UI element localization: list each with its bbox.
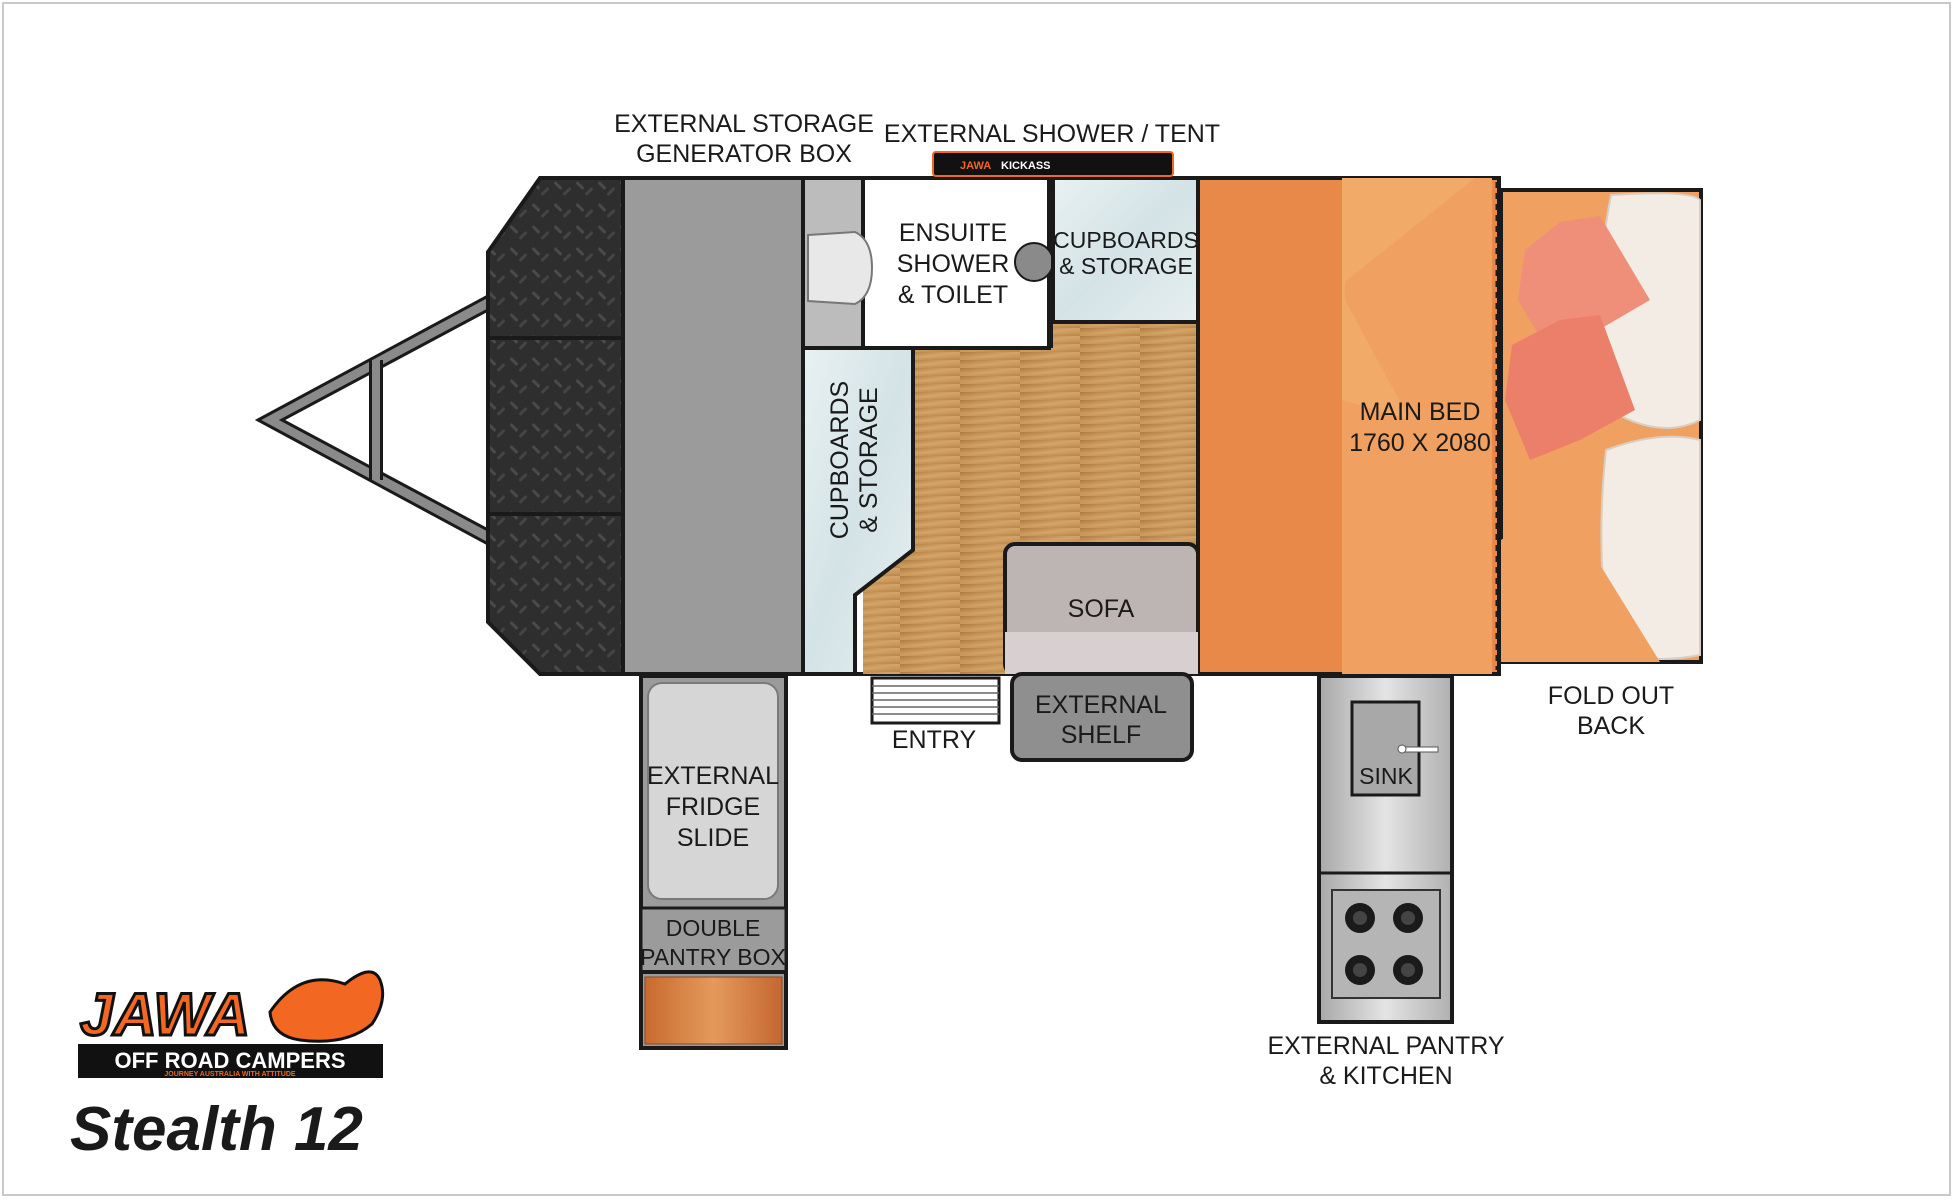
brand-tagline: JOURNEY AUSTRALIA WITH ATTITUDE [164, 1071, 296, 1078]
entry-label: ENTRY [892, 726, 977, 754]
cupboards-top-label-2: & STORAGE [1059, 253, 1193, 279]
badge-text: KICKASS [1001, 160, 1051, 172]
cooktop [1331, 889, 1441, 999]
fold-out-label-2: BACK [1577, 712, 1645, 740]
sofa-label: SOFA [1068, 595, 1135, 623]
cupboards-side [801, 346, 915, 676]
ensuite-label-1: ENSUITE [899, 219, 1007, 247]
entry-step[interactable] [870, 676, 1001, 725]
shower-drain-icon [1014, 242, 1054, 282]
external-shelf-label-1: EXTERNAL [1035, 691, 1167, 719]
front-checker-plate [486, 176, 625, 676]
sink-label: SINK [1359, 763, 1413, 789]
external-storage-label-2: GENERATOR BOX [636, 140, 852, 168]
logo-word: JAWA [80, 981, 250, 1048]
main-bed-label-1: MAIN BED [1360, 398, 1481, 426]
fold-out-label-1: FOLD OUT [1548, 682, 1674, 710]
tap-icon [1401, 746, 1439, 753]
main-bed [1196, 176, 1501, 676]
fridge-label-1: EXTERNAL [647, 762, 779, 790]
sink [1350, 700, 1439, 797]
badge-logo-word: JAWA [960, 160, 991, 172]
fridge-label-2: FRIDGE [666, 793, 760, 821]
toilet-icon [807, 230, 874, 306]
brand-name: OFF ROAD CAMPERS [115, 1048, 346, 1073]
external-shower-label: EXTERNAL SHOWER / TENT [884, 120, 1220, 148]
cupboards-side-label-2: & STORAGE [855, 387, 883, 532]
shower-tent-badge: JAWA KICKASS [932, 151, 1174, 177]
ensuite-label-2: SHOWER [897, 250, 1010, 278]
drawbar-a-frame [254, 293, 490, 547]
pantry-label-2: PANTRY BOX [640, 944, 786, 970]
pillow-icon [1505, 315, 1635, 460]
pantry-label-1: DOUBLE [666, 915, 761, 941]
cupboards-side-label-1: CUPBOARDS [826, 381, 854, 539]
kitchen-label-1: EXTERNAL PANTRY [1267, 1032, 1504, 1060]
sofa [1003, 542, 1200, 676]
external-storage-label-1: EXTERNAL STORAGE [614, 110, 874, 138]
cupboards-top [1051, 176, 1200, 324]
brand-logo: JAWA OFF ROAD CAMPERS JOURNEY AUSTRALIA … [70, 970, 385, 1164]
generator-storage-box [621, 176, 805, 676]
model-name: Stealth 12 [70, 1095, 363, 1164]
pillow-icon [1518, 216, 1650, 345]
fridge-label-3: SLIDE [677, 824, 749, 852]
cupboards-top-label-1: CUPBOARDS [1053, 227, 1199, 253]
australia-icon [268, 970, 385, 1043]
external-shelf [1010, 672, 1194, 762]
double-pantry-box [639, 906, 788, 974]
fold-out-back [1499, 188, 1703, 664]
cutting-board-icon [639, 970, 788, 1050]
kitchen-label-2: & KITCHEN [1319, 1062, 1452, 1090]
ensuite-label-3: & TOILET [898, 281, 1008, 309]
external-shelf-label-2: SHELF [1061, 721, 1142, 749]
main-bed-label-2: 1760 X 2080 [1349, 429, 1491, 457]
